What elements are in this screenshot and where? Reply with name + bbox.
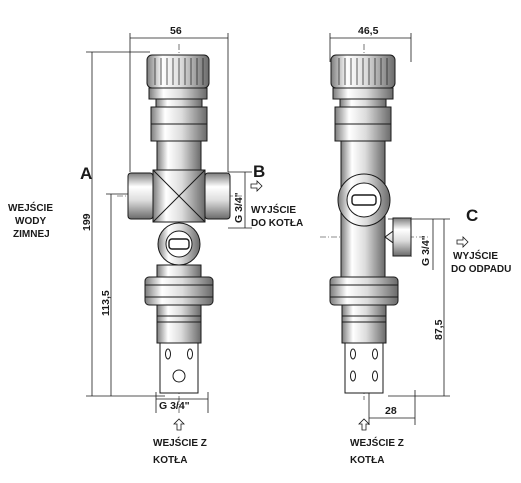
inlet-right-line2: KOTŁA	[350, 455, 385, 466]
port-b-label-line1: WYJŚCIE	[251, 205, 297, 216]
port-a-letter: A	[80, 164, 93, 183]
port-c-letter: C	[466, 206, 479, 225]
port-c-label-line1: WYJŚCIE	[453, 251, 499, 262]
left-valve-body	[127, 54, 231, 394]
port-a-label-line1: WEJŚCIE	[8, 203, 54, 214]
hollow-arrow-icon	[250, 180, 263, 192]
inlet-left-line2: KOTŁA	[153, 455, 188, 466]
dimension-height-outlet: 87,5	[433, 319, 445, 340]
port-b-label-line2: DO KOTŁA	[251, 218, 304, 229]
inlet-left-line1: WEJŚCIE Z	[153, 438, 207, 449]
thread-right-side: G 3/4"	[420, 235, 432, 266]
port-b-letter: B	[253, 162, 266, 181]
dimension-offset-bottom: 28	[385, 405, 397, 417]
inlet-right-line1: WEJŚCIE Z	[350, 438, 404, 449]
hollow-arrow-icon	[173, 418, 185, 431]
thread-left-side: G 3/4"	[233, 192, 245, 223]
port-c-label-line2: DO ODPADU	[451, 264, 512, 275]
dimension-width-left: 56	[170, 25, 182, 37]
left-dimension-lines	[86, 33, 252, 413]
right-valve-body	[329, 54, 412, 394]
port-a-label-line2: WODY	[15, 216, 47, 227]
hollow-arrow-icon	[358, 418, 370, 431]
port-a-label-line3: ZIMNEJ	[13, 229, 50, 240]
dimension-width-right: 46,5	[358, 25, 379, 37]
dimension-height-total: 199	[81, 213, 93, 231]
thread-left-bottom: G 3/4"	[159, 400, 190, 412]
hollow-arrow-icon	[456, 236, 469, 248]
dimension-height-inlet: 113,5	[100, 290, 112, 316]
